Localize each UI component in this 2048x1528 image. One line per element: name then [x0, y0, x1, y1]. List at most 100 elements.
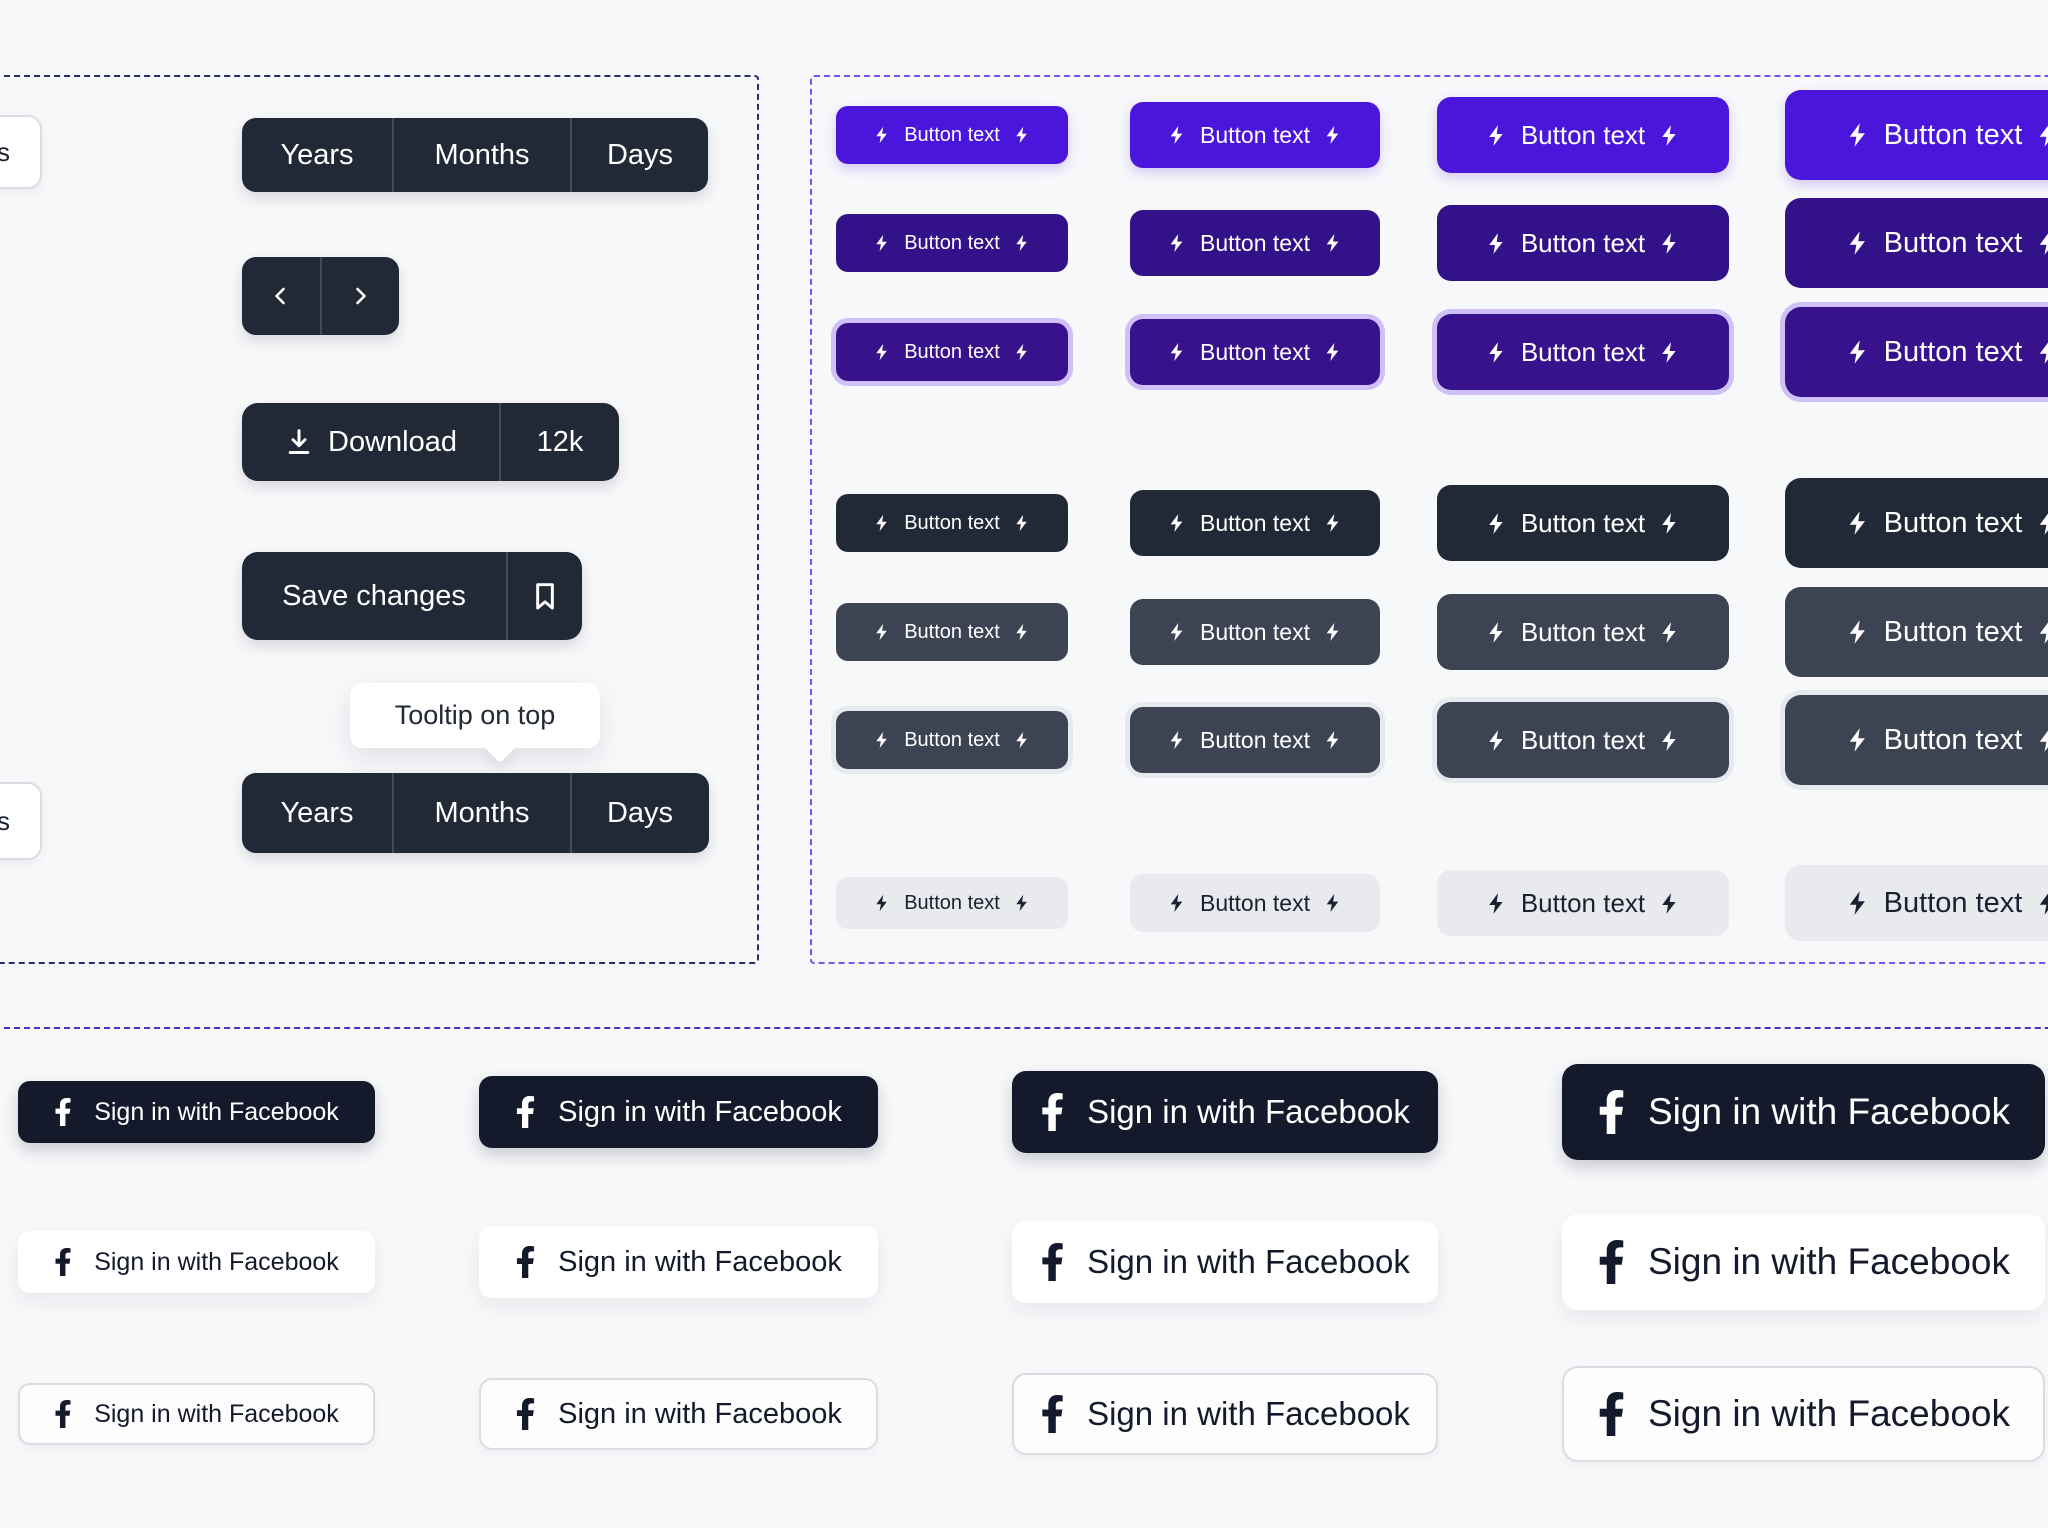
facebook-signin-outline-xl[interactable]: Sign in with Facebook	[1562, 1366, 2045, 1462]
button-dark-md[interactable]: Button text	[1130, 490, 1380, 556]
button-dark-sm[interactable]: Button text	[836, 494, 1068, 552]
button-light-xl[interactable]: Button text	[1785, 865, 2048, 941]
button-primary-md[interactable]: Button text	[1130, 102, 1380, 168]
lightning-bolt-icon	[1323, 233, 1343, 253]
facebook-signin-white-md[interactable]: Sign in with Facebook	[479, 1226, 878, 1298]
segment-years[interactable]: Years	[280, 796, 354, 829]
facebook-signin-dark-xl[interactable]: Sign in with Facebook	[1562, 1064, 2045, 1160]
facebook-signin-label: Sign in with Facebook	[1087, 1395, 1410, 1432]
button-primary-focus-md[interactable]: Button text	[1130, 319, 1380, 385]
lightning-bolt-icon	[1485, 232, 1508, 255]
segment-divider	[570, 773, 572, 853]
facebook-signin-white-sm[interactable]: Sign in with Facebook	[18, 1231, 375, 1293]
facebook-signin-dark-sm[interactable]: Sign in with Facebook	[18, 1081, 375, 1143]
pagination-control	[242, 257, 399, 335]
segmented-control-bottom: Years Months Days	[242, 773, 709, 853]
lightning-bolt-icon	[1323, 513, 1343, 533]
lightning-bolt-icon	[873, 126, 891, 144]
button-primary-sm[interactable]: Button text	[836, 106, 1068, 164]
lightning-bolt-icon	[1485, 621, 1508, 644]
lightning-bolt-icon	[2035, 510, 2048, 536]
facebook-signin-white-xl[interactable]: Sign in with Facebook	[1562, 1214, 2045, 1310]
facebook-icon	[515, 1398, 536, 1430]
next-button[interactable]	[322, 257, 400, 335]
right-section-frame	[810, 75, 2048, 964]
facebook-signin-outline-lg[interactable]: Sign in with Facebook	[1012, 1373, 1438, 1455]
button-primary-dark-lg[interactable]: Button text	[1437, 205, 1729, 281]
button-dark-muted-xl[interactable]: Button text	[1785, 587, 2048, 677]
lightning-bolt-icon	[1845, 510, 1871, 536]
download-button[interactable]: Download	[242, 403, 499, 481]
segment-years[interactable]: Years	[280, 138, 354, 171]
segment-divider	[499, 403, 501, 481]
button-label: Button text	[1883, 723, 2023, 756]
segment-days[interactable]: Days	[606, 796, 674, 829]
segmented-control-top: Years Months Days	[242, 118, 708, 192]
button-label: Button text	[904, 123, 1000, 146]
lightning-bolt-icon	[1167, 893, 1187, 913]
facebook-signin-dark-md[interactable]: Sign in with Facebook	[479, 1076, 878, 1148]
facebook-signin-white-lg[interactable]: Sign in with Facebook	[1012, 1221, 1438, 1303]
button-dark-lg[interactable]: Button text	[1437, 485, 1729, 561]
button-dark-muted-md[interactable]: Button text	[1130, 599, 1380, 665]
button-label: Button text	[1520, 227, 1646, 258]
lightning-bolt-icon	[1658, 232, 1681, 255]
lightning-bolt-icon	[1013, 731, 1031, 749]
button-label: Button text	[1520, 119, 1646, 150]
button-dark-muted-sm[interactable]: Button text	[836, 603, 1068, 661]
download-icon	[284, 427, 314, 457]
button-light-sm[interactable]: Button text	[836, 877, 1068, 929]
lightning-bolt-icon	[873, 234, 891, 252]
button-label: Button text	[1883, 226, 2023, 259]
lightning-bolt-icon	[1167, 730, 1187, 750]
button-dark-focus-lg[interactable]: Button text	[1437, 702, 1729, 778]
button-primary-dark-md[interactable]: Button text	[1130, 210, 1380, 276]
button-primary-focus-lg[interactable]: Button text	[1437, 314, 1729, 390]
lightning-bolt-icon	[1485, 124, 1508, 147]
segment-months[interactable]: Months	[434, 138, 530, 171]
button-primary-xl[interactable]: Button text	[1785, 90, 2048, 180]
facebook-icon	[515, 1096, 536, 1128]
download-count-badge[interactable]: 12k	[536, 425, 584, 458]
lightning-bolt-icon	[1323, 125, 1343, 145]
segment-days[interactable]: Days	[606, 138, 674, 171]
button-dark-focus-xl[interactable]: Button text	[1785, 695, 2048, 785]
clipped-outline-button-bottom[interactable]: s	[0, 782, 42, 860]
facebook-signin-outline-md[interactable]: Sign in with Facebook	[479, 1378, 878, 1450]
button-primary-focus-xl[interactable]: Button text	[1785, 307, 2048, 397]
lightning-bolt-icon	[2035, 230, 2048, 256]
lightning-bolt-icon	[1658, 621, 1681, 644]
button-primary-dark-sm[interactable]: Button text	[836, 214, 1068, 272]
facebook-signin-label: Sign in with Facebook	[94, 1247, 339, 1276]
button-label: Button text	[1520, 887, 1646, 918]
facebook-signin-label: Sign in with Facebook	[1648, 1091, 2010, 1132]
lightning-bolt-icon	[1013, 623, 1031, 641]
button-light-md[interactable]: Button text	[1130, 874, 1380, 932]
lightning-bolt-icon	[1013, 894, 1031, 912]
button-primary-lg[interactable]: Button text	[1437, 97, 1729, 173]
facebook-signin-label: Sign in with Facebook	[1648, 1393, 2010, 1434]
facebook-signin-outline-sm[interactable]: Sign in with Facebook	[18, 1383, 375, 1445]
button-label: Button text	[1200, 618, 1310, 645]
button-dark-muted-lg[interactable]: Button text	[1437, 594, 1729, 670]
clipped-outline-button-top[interactable]: s	[0, 115, 42, 189]
lightning-bolt-icon	[1323, 893, 1343, 913]
lightning-bolt-icon	[873, 343, 891, 361]
prev-button[interactable]	[242, 257, 320, 335]
bookmark-button[interactable]	[508, 552, 582, 640]
button-dark-focus-md[interactable]: Button text	[1130, 707, 1380, 773]
lightning-bolt-icon	[1167, 622, 1187, 642]
button-label: Button text	[1883, 615, 2023, 648]
button-dark-xl[interactable]: Button text	[1785, 478, 2048, 568]
save-changes-button[interactable]: Save changes	[282, 579, 466, 612]
button-primary-focus-sm[interactable]: Button text	[836, 323, 1068, 381]
facebook-signin-dark-lg[interactable]: Sign in with Facebook	[1012, 1071, 1438, 1153]
segment-months[interactable]: Months	[434, 796, 530, 829]
download-label: Download	[328, 425, 457, 458]
button-dark-focus-sm[interactable]: Button text	[836, 711, 1068, 769]
button-primary-dark-xl[interactable]: Button text	[1785, 198, 2048, 288]
lightning-bolt-icon	[873, 731, 891, 749]
lightning-bolt-icon	[1485, 341, 1508, 364]
button-light-lg[interactable]: Button text	[1437, 870, 1729, 936]
lightning-bolt-icon	[1658, 729, 1681, 752]
